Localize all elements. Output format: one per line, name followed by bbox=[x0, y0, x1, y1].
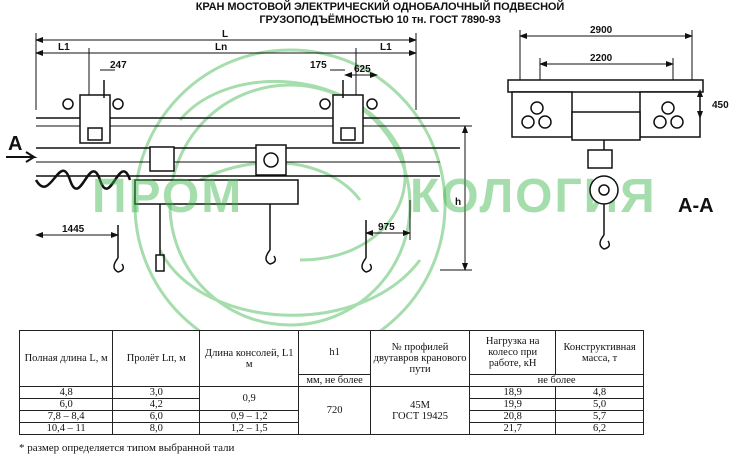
dim-975: 975 bbox=[378, 222, 395, 233]
header-h1-note: мм, не более bbox=[298, 374, 372, 387]
section-a-a bbox=[507, 30, 704, 250]
view-arrow-a bbox=[6, 151, 38, 163]
table-row: 4,8 3,0 0,9 720 45М ГОСТ 19425 18,9 4,8 bbox=[18, 386, 644, 435]
cell-full-length: 7,8 – 8,4 bbox=[18, 410, 114, 423]
cell-span: 3,0 bbox=[112, 386, 201, 399]
header-wheel-load: Нагрузка на колесо при работе, кН bbox=[469, 330, 557, 375]
dim-625: 625 bbox=[354, 64, 371, 75]
cable-festoon bbox=[34, 169, 132, 190]
end-truck-left bbox=[62, 80, 124, 144]
header-row-2: мм, не более не более bbox=[20, 374, 644, 387]
cell-wheel-load: 20,8 bbox=[469, 410, 557, 423]
hook-group bbox=[113, 204, 373, 273]
header-profile: № профилей двутавров кранового пути bbox=[370, 330, 471, 387]
dim-h: h bbox=[455, 197, 461, 208]
cell-mass: 4,8 bbox=[555, 386, 644, 399]
title-line-2: ГРУЗОПОДЪЁМНОСТЬЮ 10 тн. ГОСТ 7890-93 bbox=[259, 14, 501, 26]
dim-2200: 2200 bbox=[590, 53, 613, 64]
cell-full-length: 10,4 – 11 bbox=[18, 422, 114, 435]
watermark-right: КОЛОГИЯ bbox=[410, 170, 657, 223]
cell-full-length: 4,8 bbox=[18, 386, 114, 399]
bottom-dimensions bbox=[35, 125, 472, 271]
page-title: КРАН МОСТОВОЙ ЭЛЕКТРИЧЕСКИЙ ОДНОБАЛОЧНЫЙ… bbox=[120, 1, 640, 27]
header-row: Полная длина L, м Пролёт Lп, м Длина кон… bbox=[18, 330, 644, 387]
cell-h1: 720 bbox=[298, 386, 372, 435]
dim-247: 247 bbox=[110, 60, 127, 71]
title-line-1: КРАН МОСТОВОЙ ЭЛЕКТРИЧЕСКИЙ ОДНОБАЛОЧНЫЙ… bbox=[195, 1, 565, 13]
dim-450: 450 bbox=[712, 100, 729, 111]
footnote: * размер определяется типом выбранной та… bbox=[19, 442, 235, 454]
cell-span: 8,0 bbox=[112, 422, 201, 435]
cell-mass: 5,0 bbox=[555, 398, 644, 411]
profile-number: 45М bbox=[410, 399, 430, 411]
cell-profile: 45М ГОСТ 19425 bbox=[370, 386, 471, 435]
table-row: 6,0 4,2 19,9 5,0 bbox=[18, 398, 644, 411]
dim-L1-right: L1 bbox=[380, 42, 392, 53]
spec-table: Полная длина L, м Пролёт Lп, м Длина кон… bbox=[18, 330, 644, 435]
cell-wheel-load: 21,7 bbox=[469, 422, 557, 435]
view-label-a: А bbox=[8, 133, 22, 155]
hoist-trolley bbox=[134, 144, 299, 205]
header-span: Пролёт Lп, м bbox=[112, 330, 201, 387]
overall-dimensions bbox=[35, 33, 417, 110]
dim-1445: 1445 bbox=[62, 224, 85, 235]
header-not-more: не более bbox=[469, 374, 644, 387]
dim-2900: 2900 bbox=[590, 25, 613, 36]
dim-L: L bbox=[222, 29, 228, 40]
cell-span: 6,0 bbox=[112, 410, 201, 423]
cell-full-length: 6,0 bbox=[18, 398, 114, 411]
cell-console: 0,9 – 1,2 bbox=[199, 410, 300, 423]
header-console: Длина консолей, L1 м bbox=[199, 330, 300, 387]
watermark-left: ПРОМ bbox=[92, 170, 243, 223]
header-h1: h1 bbox=[298, 330, 372, 375]
crane-drawing: L L1 Ln L1 247 175 625 bbox=[6, 25, 729, 330]
profile-standard: ГОСТ 19425 bbox=[392, 410, 448, 422]
cell-wheel-load: 19,9 bbox=[469, 398, 557, 411]
end-truck-right bbox=[319, 80, 378, 144]
header-mass: Конструктивная масса, т bbox=[555, 330, 644, 375]
cell-mass: 5,7 bbox=[555, 410, 644, 423]
cell-mass: 6,2 bbox=[555, 422, 644, 435]
table-row: 10,4 – 11 8,0 1,2 – 1,5 21,7 6,2 bbox=[18, 422, 644, 435]
dim-Ln: Ln bbox=[215, 42, 227, 53]
cell-span: 4,2 bbox=[112, 398, 201, 411]
cell-console: 1,2 – 1,5 bbox=[199, 422, 300, 435]
dim-L1-left: L1 bbox=[58, 42, 70, 53]
dim-175: 175 bbox=[310, 60, 327, 71]
cell-console: 0,9 bbox=[199, 386, 300, 411]
section-label-a-a: А-А bbox=[678, 195, 714, 217]
header-full-length: Полная длина L, м bbox=[18, 330, 114, 387]
cell-wheel-load: 18,9 bbox=[469, 386, 557, 399]
